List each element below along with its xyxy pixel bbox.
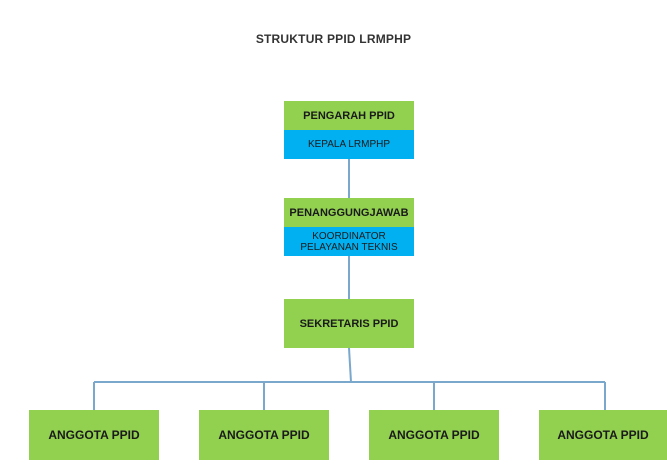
anggota-box-4: ANGGOTA PPID (539, 410, 667, 460)
anggota-label-4: ANGGOTA PPID (557, 428, 649, 442)
penanggungjawab-holder-line1: KOORDINATOR (312, 230, 386, 242)
penanggungjawab-holder-box: KOORDINATOR PELAYANAN TEKNIS (284, 227, 414, 256)
anggota-label-1: ANGGOTA PPID (48, 428, 140, 442)
connector-sekretaris-to-bus (348, 347, 352, 383)
pengarah-role-box: PENGARAH PPID (284, 101, 414, 130)
pengarah-holder-label: KEPALA LRMPHP (307, 139, 391, 150)
penanggungjawab-holder-line2: PELAYANAN TEKNIS (300, 241, 398, 253)
anggota-label-3: ANGGOTA PPID (388, 428, 480, 442)
sekretaris-label: SEKRETARIS PPID (299, 317, 399, 330)
penanggungjawab-role-label: PENANGGUNGJAWAB (289, 206, 409, 219)
anggota-box-2: ANGGOTA PPID (199, 410, 329, 460)
penanggungjawab-role-box: PENANGGUNGJAWAB (284, 198, 414, 227)
chart-title: STRUKTUR PPID LRMPHP (255, 32, 412, 46)
sekretaris-box: SEKRETARIS PPID (284, 299, 414, 348)
anggota-label-2: ANGGOTA PPID (218, 428, 310, 442)
anggota-box-1: ANGGOTA PPID (29, 410, 159, 460)
pengarah-role-label: PENGARAH PPID (303, 109, 395, 122)
anggota-box-3: ANGGOTA PPID (369, 410, 499, 460)
pengarah-holder-box: KEPALA LRMPHP (284, 130, 414, 159)
